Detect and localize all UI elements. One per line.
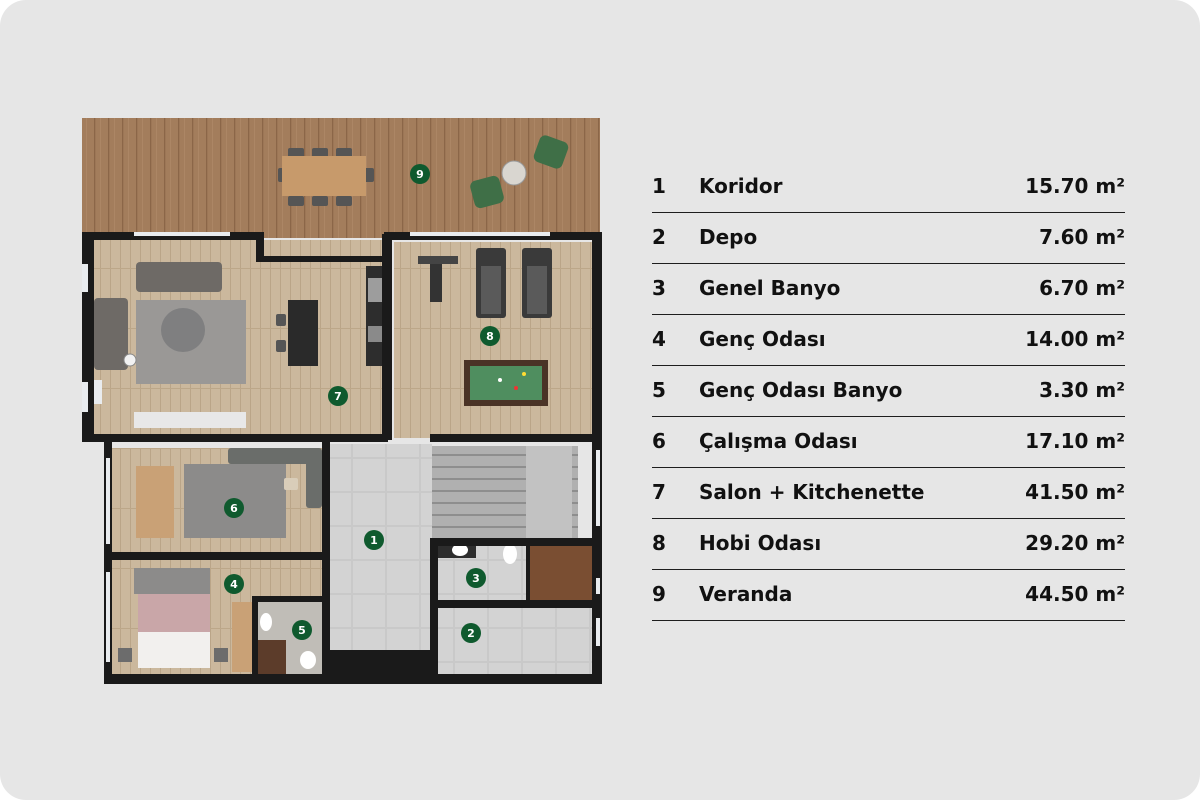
gym-equipment: [418, 248, 552, 318]
room-name: Genç Odası: [699, 327, 826, 351]
room-area: 6.70 m²: [1039, 276, 1125, 300]
marker-9-number: 9: [416, 168, 424, 181]
room-name: Hobi Odası: [699, 531, 822, 555]
study-furniture: [136, 448, 322, 538]
room-name: Genç Odası Banyo: [699, 378, 903, 402]
legend-row: 6 Çalışma Odası 17.10 m²: [652, 417, 1125, 468]
genel-banyo-cabinet: [528, 546, 592, 600]
room-area: 29.20 m²: [1025, 531, 1125, 555]
marker-5-number: 5: [298, 624, 306, 637]
marker-6: 6: [224, 498, 244, 518]
marker-4-number: 4: [230, 578, 238, 591]
room-number: 3: [652, 276, 666, 300]
room-area: 17.10 m²: [1025, 429, 1125, 453]
room-number: 8: [652, 531, 666, 555]
room-name: Çalışma Odası: [699, 429, 858, 453]
floor-plan: 1 2 3 4 5 6 7 8 9: [82, 118, 602, 684]
legend-row: 4 Genç Odası 14.00 m²: [652, 315, 1125, 366]
room-number: 2: [652, 225, 666, 249]
marker-2-number: 2: [467, 627, 475, 640]
marker-7-number: 7: [334, 390, 342, 403]
marker-8: 8: [480, 326, 500, 346]
stairwell: [526, 446, 572, 538]
room-name: Koridor: [699, 174, 783, 198]
legend-row: 5 Genç Odası Banyo 3.30 m²: [652, 366, 1125, 417]
room-name: Veranda: [699, 582, 793, 606]
marker-6-number: 6: [230, 502, 238, 515]
room-number: 5: [652, 378, 666, 402]
legend-row: 8 Hobi Odası 29.20 m²: [652, 519, 1125, 570]
room-number: 7: [652, 480, 666, 504]
ensuite-fixtures: [256, 613, 316, 674]
legend-row: 9 Veranda 44.50 m²: [652, 570, 1125, 621]
dining-table: [278, 148, 374, 206]
room-area: 7.60 m²: [1039, 225, 1125, 249]
room-area: 41.50 m²: [1025, 480, 1125, 504]
room-area: 14.00 m²: [1025, 327, 1125, 351]
room-area: 3.30 m²: [1039, 378, 1125, 402]
marker-4: 4: [224, 574, 244, 594]
marker-1-number: 1: [370, 534, 378, 547]
room-name: Genel Banyo: [699, 276, 841, 300]
room-number: 9: [652, 582, 666, 606]
pool-table: [464, 360, 548, 406]
marker-2: 2: [461, 623, 481, 643]
room-name: Salon + Kitchenette: [699, 480, 925, 504]
bedroom-furniture: [118, 568, 254, 672]
marker-3: 3: [466, 568, 486, 588]
outdoor-armchairs: [470, 135, 569, 209]
marker-8-number: 8: [486, 330, 494, 343]
room-number: 6: [652, 429, 666, 453]
marker-9: 9: [410, 164, 430, 184]
legend-row: 2 Depo 7.60 m²: [652, 213, 1125, 264]
depo-floor: [436, 608, 592, 674]
room-area: 15.70 m²: [1025, 174, 1125, 198]
room-area: 44.50 m²: [1025, 582, 1125, 606]
legend-row: 3 Genel Banyo 6.70 m²: [652, 264, 1125, 315]
windows: [82, 232, 600, 662]
marker-1: 1: [364, 530, 384, 550]
room-number: 4: [652, 327, 666, 351]
room-number: 1: [652, 174, 666, 198]
living-room-furniture: [94, 262, 386, 428]
room-legend: 1 Koridor 15.70 m² 2 Depo 7.60 m² 3 Genel Ban…: [652, 162, 1125, 621]
marker-7: 7: [328, 386, 348, 406]
marker-5: 5: [292, 620, 312, 640]
marker-3-number: 3: [472, 572, 480, 585]
legend-row: 7 Salon + Kitchenette 41.50 m²: [652, 468, 1125, 519]
room-name: Depo: [699, 225, 758, 249]
legend-row: 1 Koridor 15.70 m²: [652, 162, 1125, 213]
